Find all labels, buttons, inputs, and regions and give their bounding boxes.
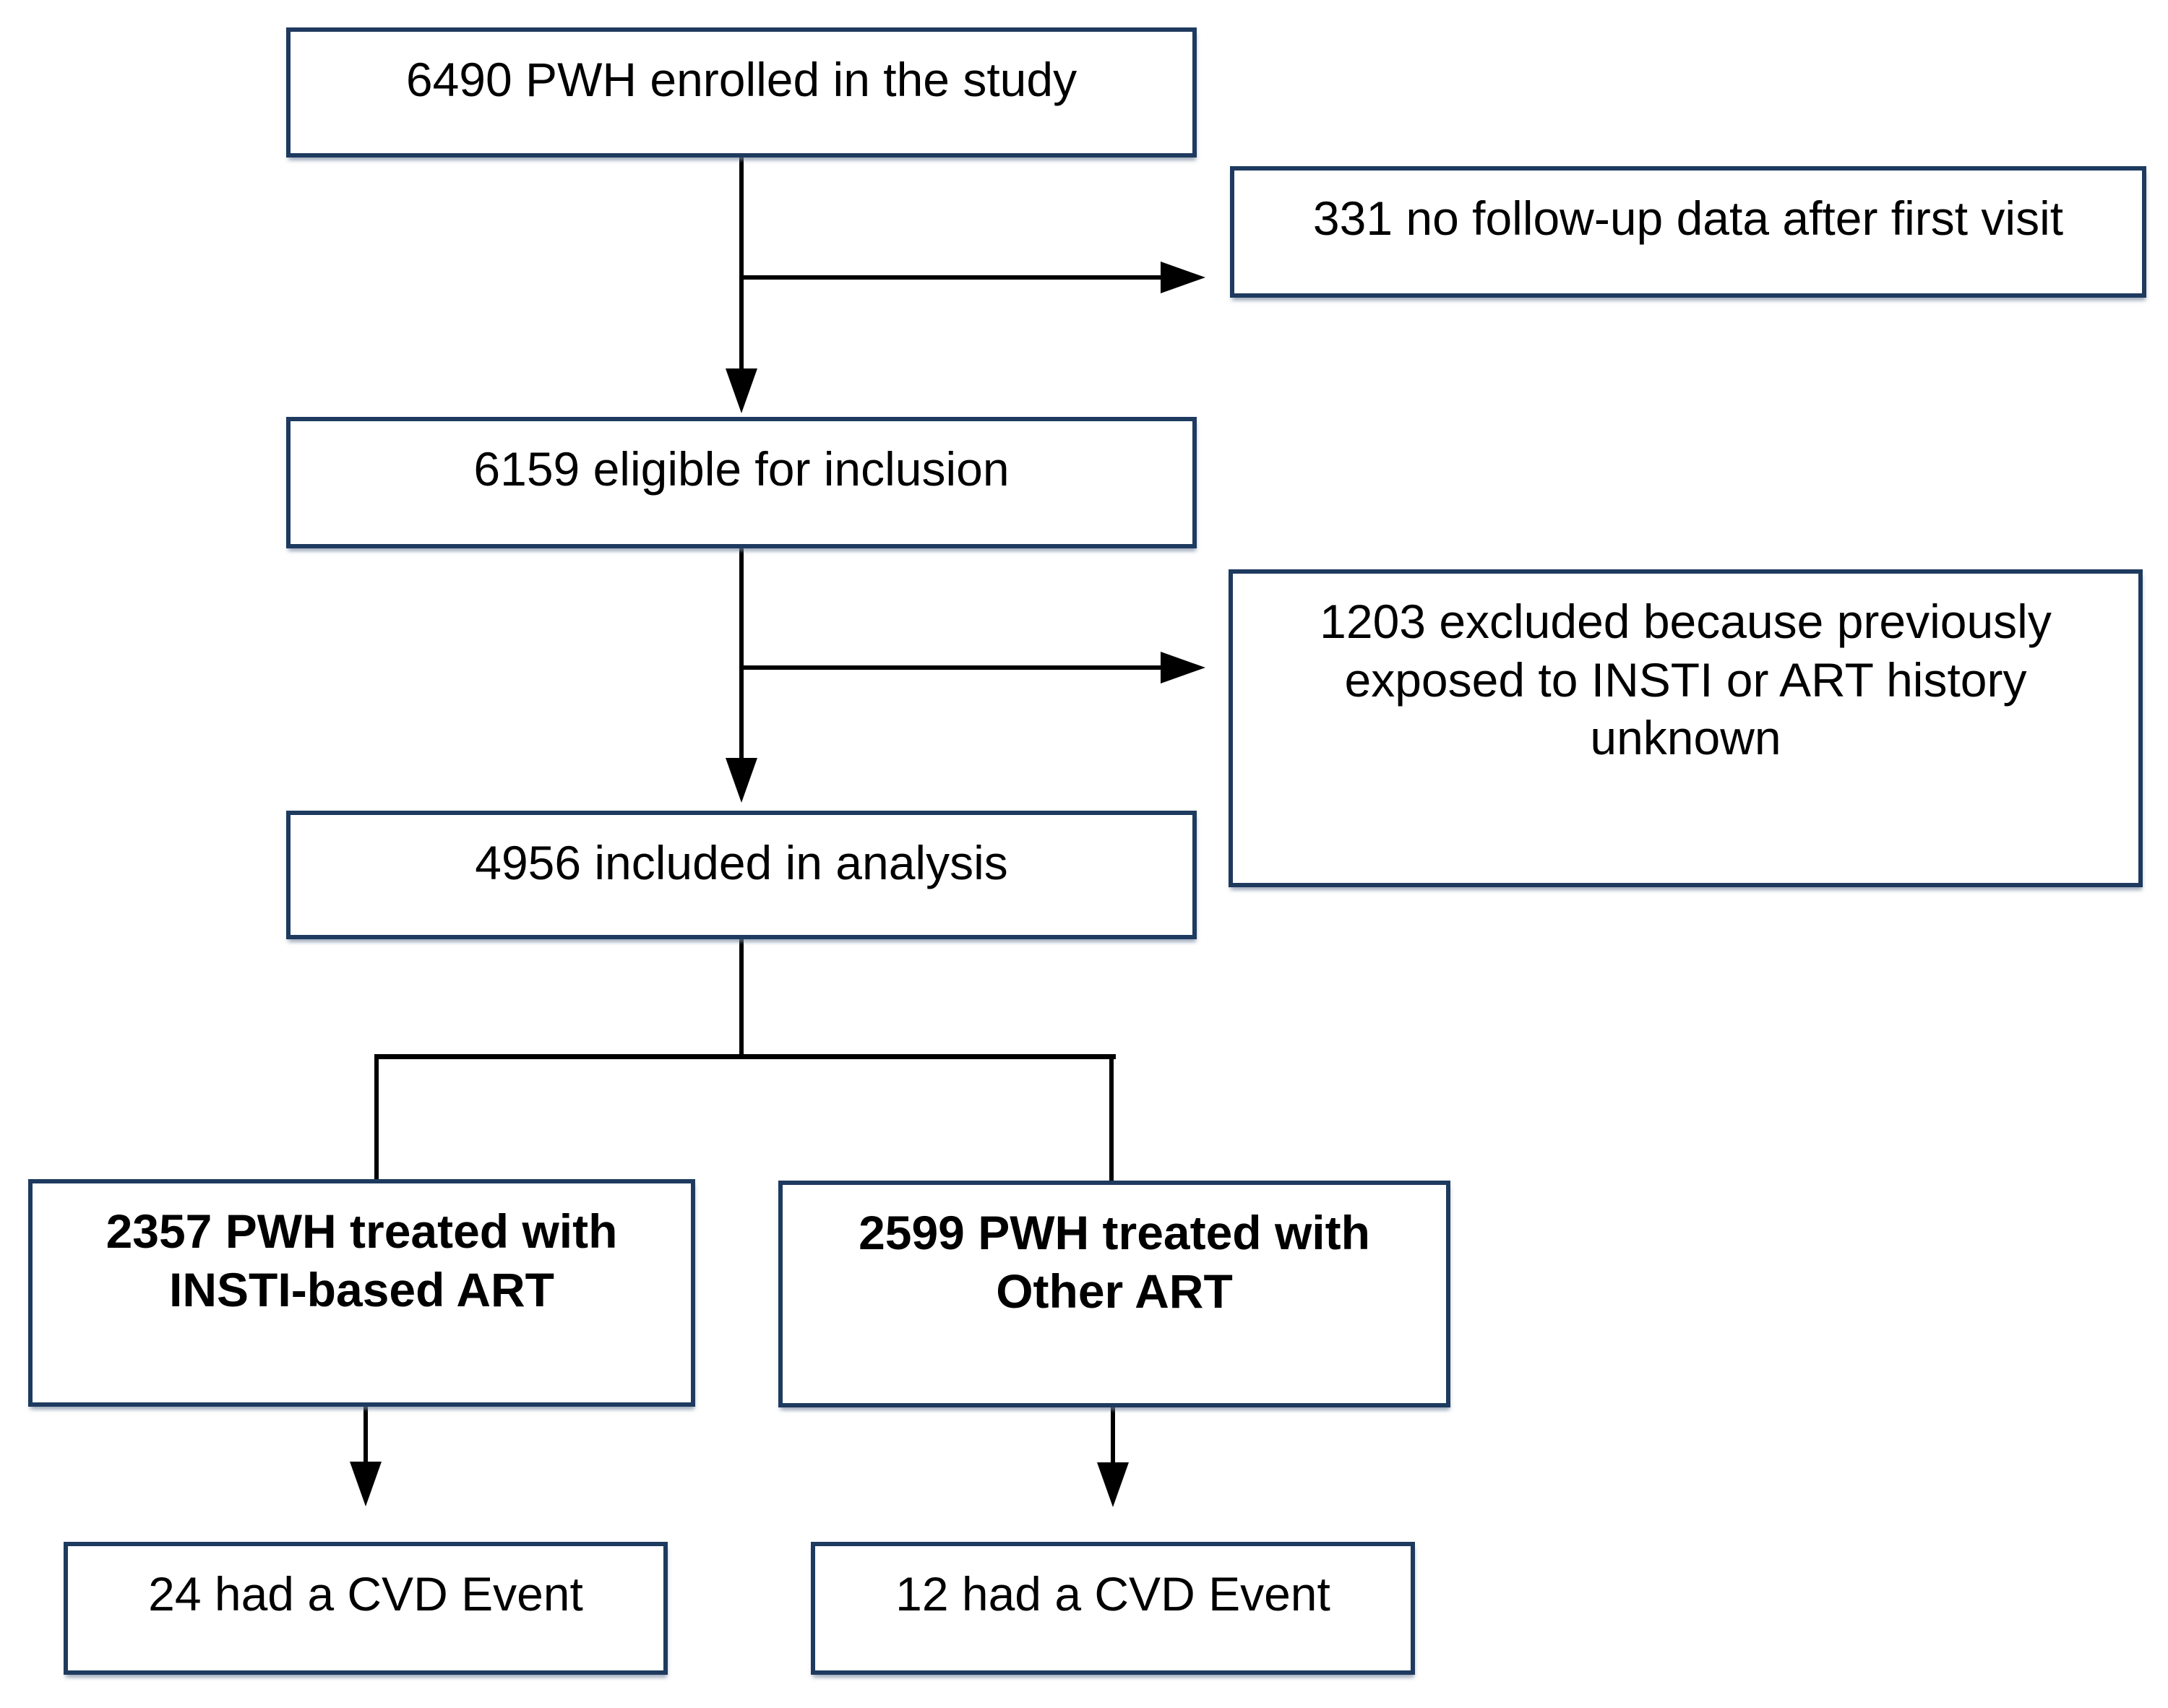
box-enrolled: 6490 PWH enrolled in the study [286, 27, 1197, 158]
connector-split-right-down [1109, 1054, 1114, 1182]
box-excluded: 1203 excluded because previously exposed… [1229, 569, 2143, 887]
arrowhead-down-to-analysis [726, 758, 757, 803]
connector-branch-excluded [741, 665, 1161, 670]
arrowhead-down-to-cvd-other [1097, 1462, 1129, 1507]
connector-analysis-down [739, 939, 744, 1058]
arrowhead-right-to-no-followup [1161, 262, 1205, 293]
connector-split-horizontal [374, 1054, 1116, 1059]
box-excluded-label-line1: 1203 excluded because previously [1320, 595, 2052, 648]
connector-eligible-down [739, 548, 744, 758]
box-other-arm: 2599 PWH treated with Other ART [778, 1181, 1450, 1407]
box-eligible-label: 6159 eligible for inclusion [473, 442, 1010, 496]
box-cvd-other-label: 12 had a CVD Event [895, 1567, 1330, 1621]
box-analysis-label: 4956 included in analysis [475, 836, 1008, 889]
box-insti-arm-label-line1: 2357 PWH treated with [106, 1204, 618, 1258]
box-no-followup: 331 no follow-up data after first visit [1230, 166, 2146, 298]
box-cvd-insti: 24 had a CVD Event [64, 1542, 668, 1675]
box-insti-arm: 2357 PWH treated with INSTI-based ART [28, 1179, 695, 1407]
box-excluded-label-line3: unknown [1590, 711, 1781, 765]
connector-insti-down [364, 1407, 368, 1462]
arrowhead-right-to-excluded [1161, 652, 1205, 683]
box-analysis: 4956 included in analysis [286, 811, 1197, 939]
box-eligible: 6159 eligible for inclusion [286, 417, 1197, 548]
box-other-arm-label-line2: Other ART [996, 1264, 1233, 1318]
box-excluded-label-line2: exposed to INSTI or ART history [1344, 652, 2027, 707]
box-no-followup-label: 331 no follow-up data after first visit [1312, 191, 2064, 245]
connector-branch-no-followup [741, 275, 1161, 280]
box-cvd-other: 12 had a CVD Event [811, 1542, 1415, 1675]
arrowhead-down-to-cvd-insti [350, 1462, 382, 1506]
box-other-arm-label-line1: 2599 PWH treated with [859, 1206, 1370, 1259]
connector-other-down [1111, 1407, 1115, 1462]
connector-split-left-down [374, 1054, 379, 1181]
box-enrolled-label: 6490 PWH enrolled in the study [405, 53, 1077, 106]
arrowhead-down-to-eligible [726, 368, 757, 413]
box-cvd-insti-label: 24 had a CVD Event [148, 1567, 583, 1621]
connector-enrolled-down [739, 158, 744, 368]
box-insti-arm-label-line2: INSTI-based ART [169, 1262, 554, 1316]
